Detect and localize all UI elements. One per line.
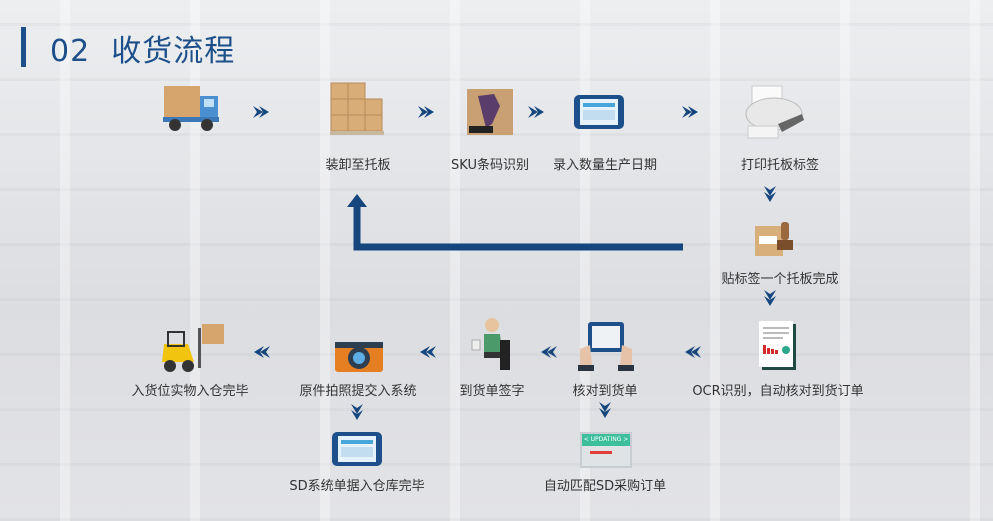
arrow-left-icon	[685, 346, 701, 358]
step-label-sku: SKU条码识别	[451, 158, 529, 173]
updating-screen-text: < UPDATING >	[582, 434, 630, 446]
forklift-icon	[162, 324, 224, 372]
pallet-boxes-icon	[330, 82, 384, 135]
step-label-sign: 到货单签字	[459, 384, 525, 399]
arrow-down-icon	[764, 186, 776, 202]
page-title: 02 收货流程	[50, 34, 236, 69]
arrow-down-icon	[599, 402, 611, 418]
hands-tablet-icon	[578, 322, 634, 371]
tablet-icon	[574, 95, 624, 129]
step-label-match: 自动匹配SD采购订单	[543, 479, 667, 494]
step-label-sd: SD系统单据入仓库完毕	[289, 479, 425, 494]
updating-monitor-icon: < UPDATING >	[580, 432, 632, 468]
arrow-left-icon	[420, 346, 436, 358]
stamp-label-icon	[755, 222, 793, 256]
sku-barcode-box-icon	[467, 89, 513, 135]
arrow-right-icon	[253, 106, 269, 118]
ocr-document-icon	[759, 321, 796, 370]
return-loop-arrow	[353, 205, 683, 251]
arrow-right-icon	[682, 106, 698, 118]
arrow-right-icon	[528, 106, 544, 118]
arrow-left-icon	[541, 346, 557, 358]
step-label-ocr: OCR识别，自动核对到货订单	[692, 384, 864, 399]
arrow-left-icon	[254, 346, 270, 358]
step-label-photo: 原件拍照提交入系统	[299, 384, 417, 399]
title-accent-bar	[21, 27, 26, 67]
truck-icon	[163, 86, 219, 131]
person-signing-icon	[471, 318, 510, 370]
step-label-entry: 录入数量生产日期	[552, 158, 658, 173]
step-label-print: 打印托板标签	[740, 158, 820, 173]
step-label-unload: 装卸至托板	[325, 158, 391, 173]
arrow-down-icon	[764, 290, 776, 306]
arrow-right-icon	[418, 106, 434, 118]
step-label-putaway: 入货位实物入仓完毕	[131, 384, 249, 399]
camera-icon	[335, 342, 383, 372]
step-label-label: 贴标签一个托板完成	[721, 272, 839, 287]
arrow-down-icon	[351, 404, 363, 420]
step-label-check: 核对到货单	[572, 384, 638, 399]
sd-tablet-icon	[332, 432, 382, 466]
printer-icon	[745, 85, 804, 139]
